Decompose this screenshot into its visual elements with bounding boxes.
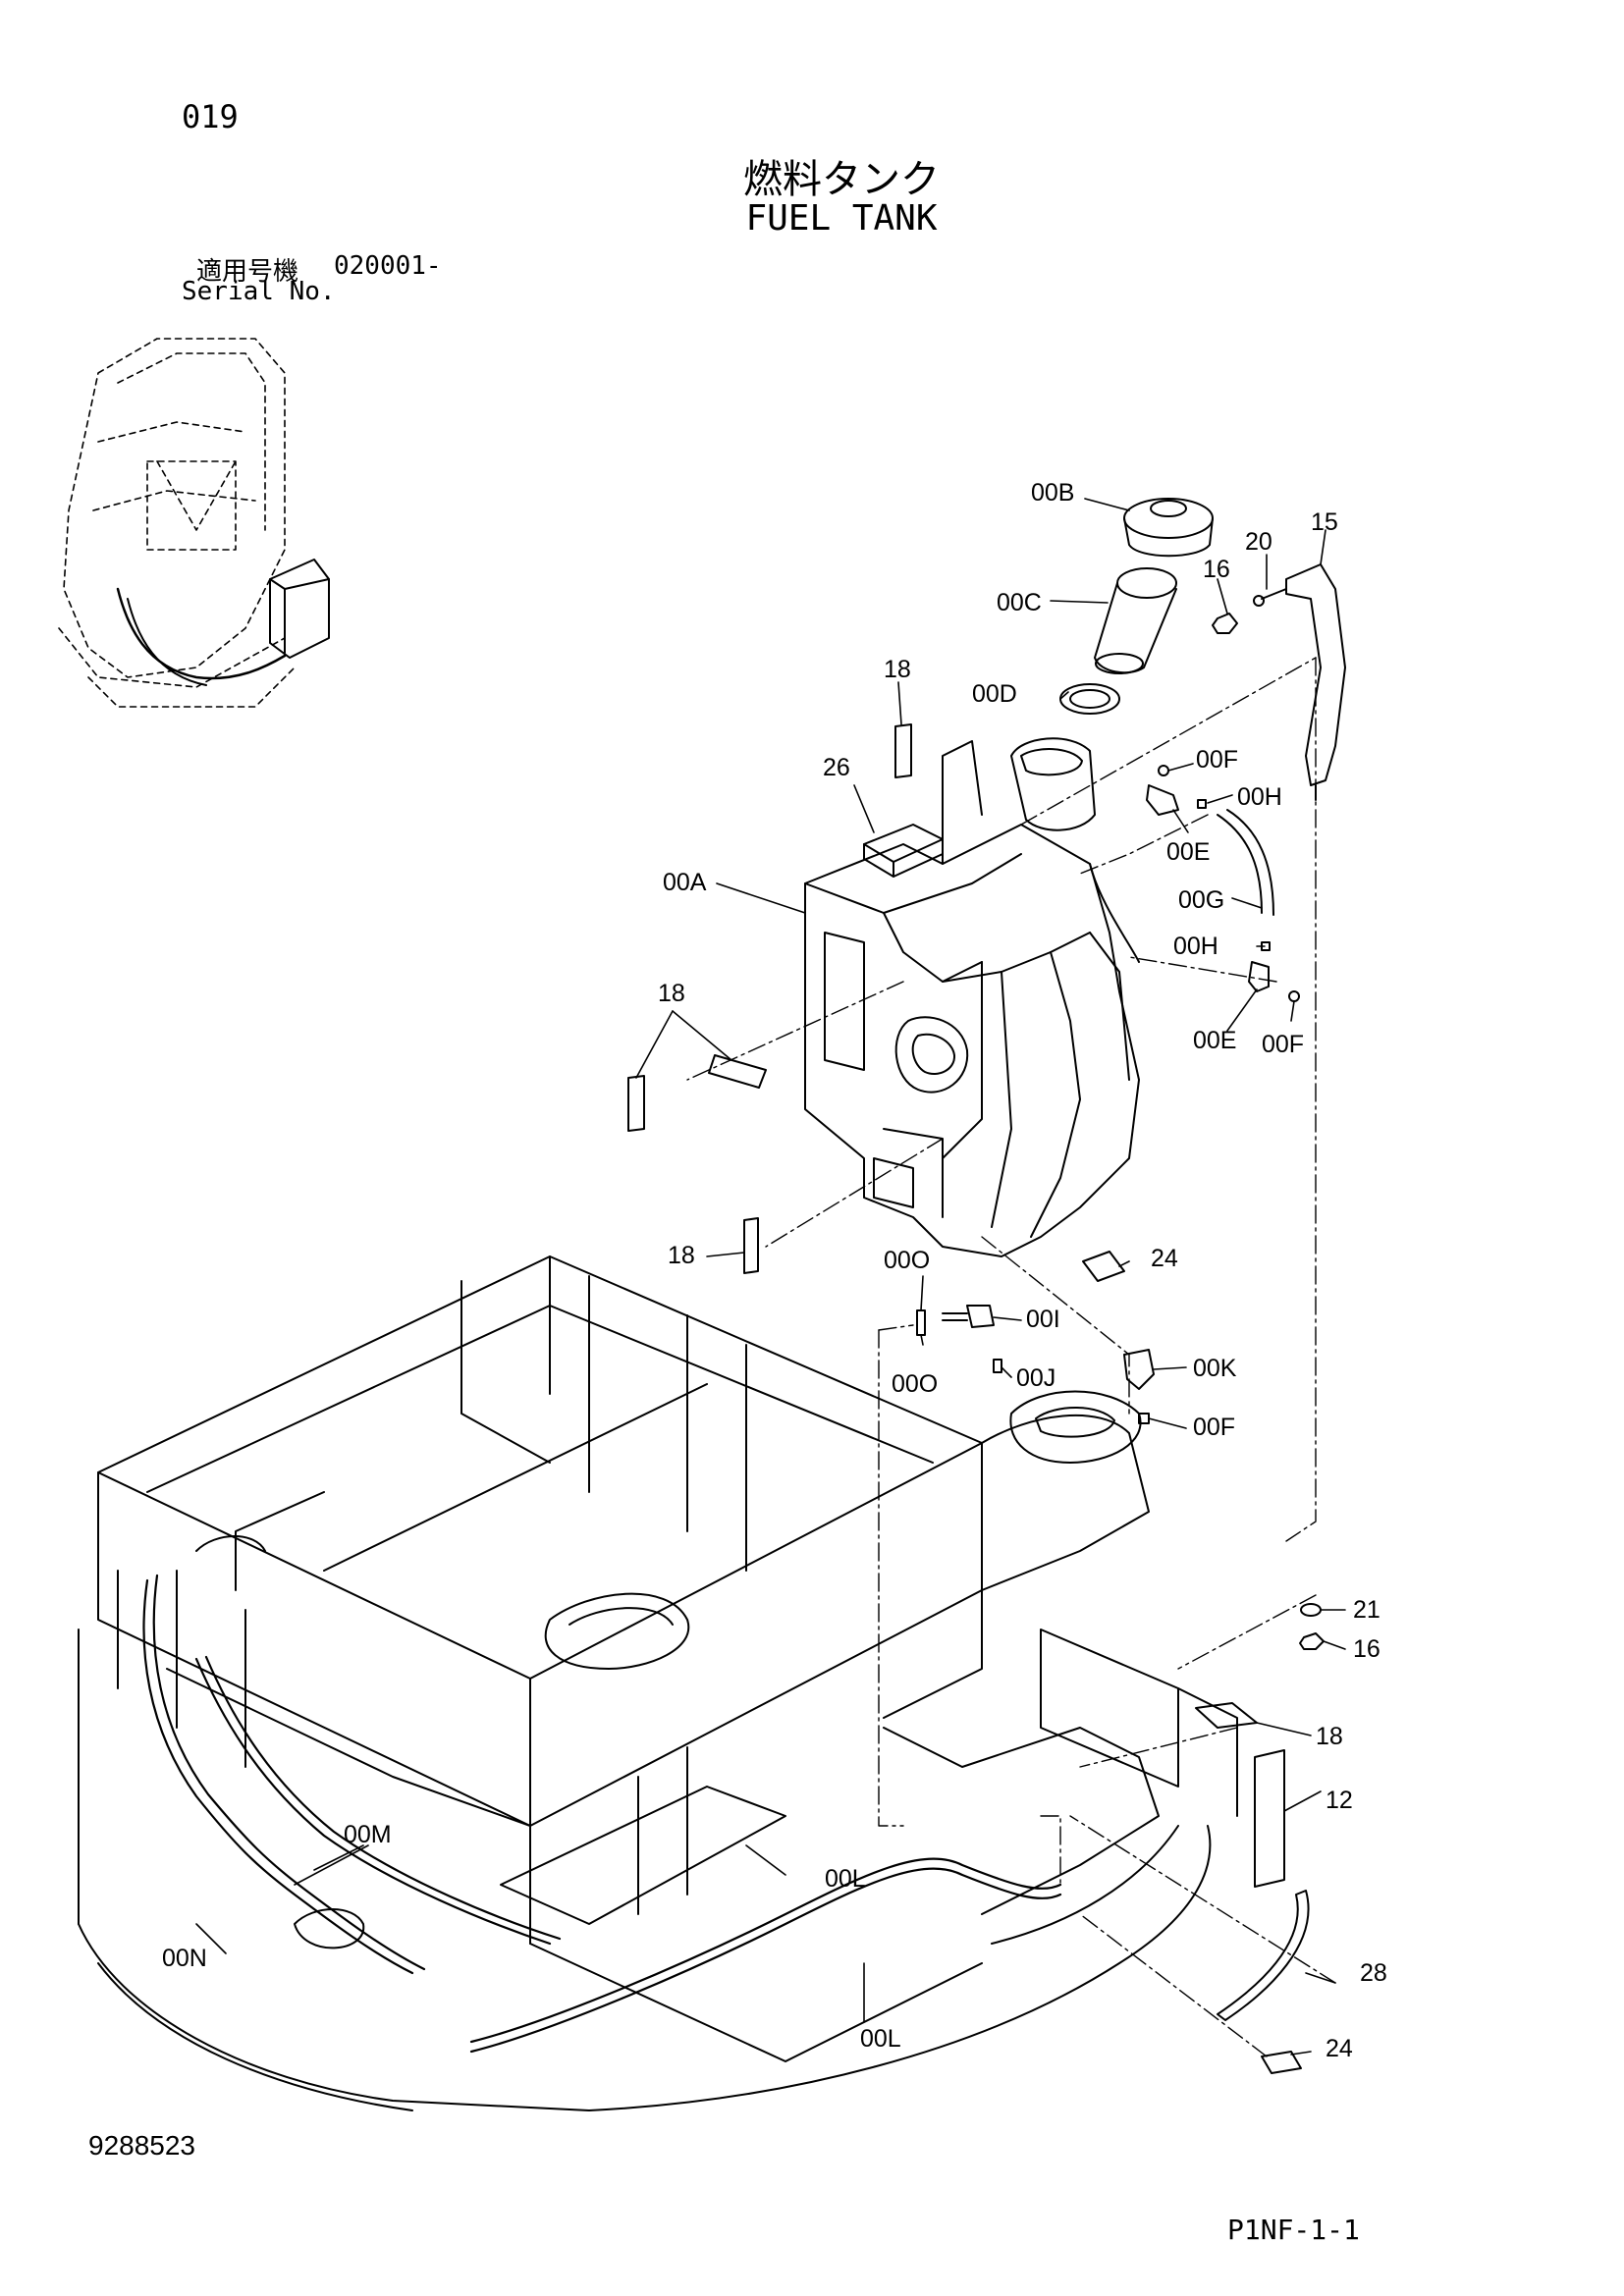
sticker-24-upper	[1082, 1251, 1125, 1282]
serial-label-japanese: 適用号機	[196, 257, 299, 287]
callout-00L: 00L	[860, 2025, 901, 2053]
callout-00A: 00A	[663, 869, 707, 896]
callout-16: 16	[1203, 556, 1230, 583]
callout-18: 18	[884, 656, 911, 683]
callout-00E: 00E	[1193, 1027, 1236, 1054]
callout-00H: 00H	[1173, 933, 1218, 960]
callout-00O: 00O	[884, 1247, 930, 1274]
revolving-frame	[78, 1255, 1238, 2111]
callout-00H: 00H	[1237, 783, 1282, 811]
sticker-24-lower	[1261, 2051, 1302, 2074]
callout-00I: 00I	[1026, 1306, 1060, 1333]
callout-00E: 00E	[1166, 838, 1210, 866]
callout-00F: 00F	[1262, 1031, 1304, 1058]
sticker-18-right	[1195, 1702, 1258, 1729]
fuel-tank-body	[804, 737, 1140, 1257]
nut-21	[1300, 1603, 1322, 1617]
leader-lines	[195, 498, 1346, 2056]
callout-00C: 00C	[997, 589, 1042, 616]
callout-24: 24	[1326, 2035, 1353, 2062]
callout-00J: 00J	[1016, 1364, 1056, 1392]
page-number: 019	[182, 98, 239, 135]
callout-16: 16	[1353, 1635, 1380, 1663]
callout-24: 24	[1151, 1245, 1178, 1272]
inset-machine-view	[58, 338, 296, 708]
sheet-code: P1NF-1-1	[1227, 2214, 1360, 2246]
gasket-00D	[1059, 683, 1120, 715]
inset-fuel-tank	[116, 559, 330, 686]
callout-00F: 00F	[1193, 1414, 1235, 1441]
nut-16b	[1299, 1632, 1325, 1650]
sticker-26	[863, 824, 944, 878]
callout-18: 18	[668, 1242, 695, 1269]
filler-cap-00B	[1123, 498, 1214, 558]
callout-00O: 00O	[892, 1370, 938, 1398]
bolt-00J	[993, 1359, 1002, 1373]
callout-00B: 00B	[1031, 479, 1074, 507]
callout-00N: 00N	[162, 1945, 207, 1972]
strip-28	[1217, 1890, 1310, 2021]
callout-18: 18	[1316, 1723, 1343, 1750]
sticker-18-top	[894, 723, 912, 778]
callout-26: 26	[823, 754, 850, 781]
title-english: FUEL TANK	[745, 198, 938, 239]
fuel-hoses	[142, 1574, 1062, 2054]
clamp-00E-lower	[1248, 941, 1300, 1002]
callout-21: 21	[1353, 1596, 1380, 1624]
callout-12: 12	[1326, 1787, 1353, 1814]
callout-00D: 00D	[972, 680, 1017, 708]
bolt-00F-lower	[1138, 1413, 1150, 1424]
callout-00G: 00G	[1178, 886, 1224, 914]
assembly-guide-lines	[686, 657, 1336, 2057]
serial-value: 020001-	[334, 251, 442, 281]
bolt-20	[1253, 588, 1287, 607]
drain-cock-00I	[942, 1305, 995, 1328]
callout-28: 28	[1360, 1959, 1387, 1987]
sticker-18-left	[627, 1054, 767, 1132]
nut-16a	[1212, 613, 1238, 634]
callout-00K: 00K	[1193, 1355, 1237, 1382]
bracket-00K	[1123, 1349, 1155, 1390]
sticker-18-lower	[743, 1217, 759, 1274]
hose-00G	[1217, 809, 1274, 916]
sticker-12	[1254, 1749, 1285, 1888]
callout-00F: 00F	[1196, 746, 1238, 774]
callout-labels: 00B 20 15 16 00C 18 00D 26 00F 00H 00E 0…	[162, 479, 1387, 2062]
callout-00M: 00M	[344, 1821, 392, 1848]
callout-18: 18	[658, 980, 685, 1007]
callout-20: 20	[1245, 528, 1272, 556]
callout-00L: 00L	[825, 1865, 866, 1893]
serial-label-english: Serial No.	[182, 277, 336, 306]
title-japanese: 燃料タンク	[743, 157, 940, 202]
document-number: 9288523	[88, 2130, 196, 2161]
callout-15: 15	[1311, 508, 1338, 536]
strainer-00C	[1094, 567, 1177, 674]
plug-00O	[916, 1309, 926, 1336]
